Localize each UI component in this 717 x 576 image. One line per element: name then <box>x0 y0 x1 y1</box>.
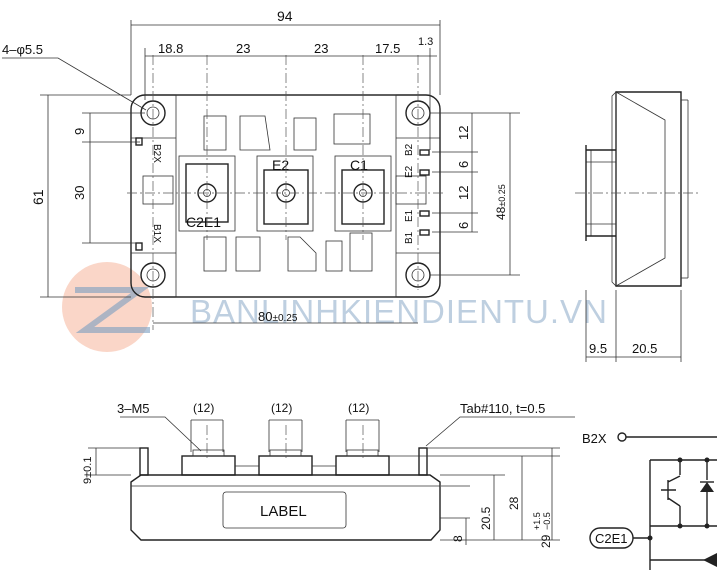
dim-terminal-3: (12) <box>348 401 369 415</box>
dim-side-30: 30 <box>72 186 87 200</box>
watermark: BANLINHKIENDIENTU.VN <box>62 262 608 352</box>
dim-terminal-2: (12) <box>271 401 292 415</box>
dim-pitch-1: 18.8 <box>158 41 183 56</box>
gate-pin <box>135 137 143 146</box>
top-view: E2 C1 C2E1 B2X B1X E2 B2 E1 B1 94 18.8 2… <box>2 8 520 330</box>
label-pin-b1: B1 <box>404 231 415 244</box>
top-body-outline <box>130 94 441 298</box>
pad <box>203 236 227 272</box>
dim-pitch-3: 23 <box>314 41 328 56</box>
label-c2e1: C2E1 <box>186 214 221 230</box>
front-view: LABEL 3–M5 (12) (12) (12) Tab#110, t=0.5… <box>82 401 575 548</box>
dim-mount-height: 48±0.25 <box>494 184 508 220</box>
watermark-logo-z <box>75 287 150 333</box>
dim-total-tol-plus: +1.5 <box>532 512 542 530</box>
pad <box>395 175 427 205</box>
label-c1: C1 <box>350 157 368 173</box>
side-view: 9.5 20.5 <box>575 91 700 362</box>
dim-right-6b: 6 <box>456 222 471 229</box>
dim-terminal-1: (12) <box>193 401 214 415</box>
dim-depth-a: 9.5 <box>589 341 607 356</box>
label-pin-e1: E1 <box>404 209 415 222</box>
dim-right-12a: 12 <box>456 126 471 140</box>
pad <box>293 117 317 151</box>
circuit-schematic: B2X C2E1 <box>582 431 717 570</box>
dim-overall-height: 61 <box>30 189 46 205</box>
pad <box>287 236 317 272</box>
gate-pin <box>135 242 143 251</box>
label-pin-e2: E2 <box>404 165 415 178</box>
gate-pin <box>419 229 430 236</box>
dim-right-12b: 12 <box>456 186 471 200</box>
dim-tab-height: 9±0.1 <box>82 457 94 484</box>
dim-pitch-4: 17.5 <box>375 41 400 56</box>
dim-total-tol-minus: −0.5 <box>542 512 552 530</box>
gate-pin <box>419 169 430 176</box>
dim-total-height: 29 <box>539 534 553 548</box>
diode-symbol <box>700 482 714 492</box>
gate-pin <box>419 210 430 217</box>
dim-body-28: 28 <box>507 496 521 510</box>
pad <box>325 240 343 272</box>
dim-screw: 3–M5 <box>117 401 150 416</box>
dim-overall-width: 94 <box>277 8 293 24</box>
watermark-text: BANLINHKIENDIENTU.VN <box>190 293 608 330</box>
label-b2x: B2X <box>151 144 162 163</box>
dim-pitch-5: 1.3 <box>418 36 433 48</box>
dim-right-6a: 6 <box>456 161 471 168</box>
dim-body-20-5: 20.5 <box>479 506 493 530</box>
dim-body-8: 8 <box>451 535 465 542</box>
dim-hole-callout: 4–φ5.5 <box>2 42 43 57</box>
pad <box>203 115 227 151</box>
pad <box>142 175 174 205</box>
schematic-terminal-c2e1: C2E1 <box>595 531 628 546</box>
dim-tab: Tab#110, t=0.5 <box>460 401 545 416</box>
dim-mount-width: 80±0.25 <box>258 309 298 324</box>
pad <box>239 115 271 151</box>
pad <box>235 236 261 272</box>
label-b1x: B1X <box>151 224 162 243</box>
label-plate-text: LABEL <box>260 503 307 520</box>
dim-pitch-2: 23 <box>236 41 250 56</box>
gate-pin <box>419 149 430 156</box>
dim-side-9: 9 <box>72 128 87 135</box>
transistor-symbol <box>661 475 681 515</box>
label-e2: E2 <box>272 157 289 173</box>
pad <box>333 113 371 145</box>
label-pin-b2: B2 <box>404 143 415 156</box>
watermark-logo-circle <box>62 262 152 352</box>
dim-depth-b: 20.5 <box>632 341 657 356</box>
pad <box>349 232 373 272</box>
schematic-terminal-b2x: B2X <box>582 431 607 446</box>
